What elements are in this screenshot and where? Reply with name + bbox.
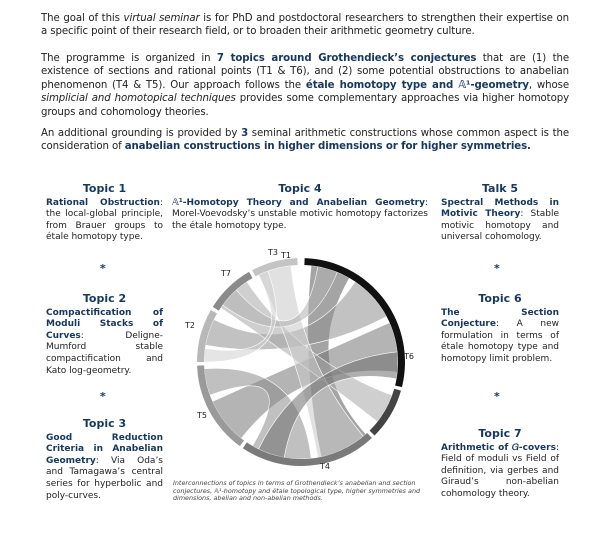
- topic-1-title: Rational Obstruction: [46, 197, 160, 208]
- construction-count: 3: [241, 128, 249, 139]
- topic-6-description: The Section Conjecture: A new formulatio…: [441, 308, 559, 366]
- chord-ribbon: [258, 351, 399, 458]
- arc-segment-T4: [242, 432, 372, 466]
- intro-text: seminal arithmetic constructions whose c…: [41, 128, 569, 153]
- chord-label-T1: T1: [280, 251, 291, 260]
- topic-4-heading: Topic 4: [278, 182, 322, 195]
- topic-3-description: Good Reduction Criteria in Anabelian Geo…: [46, 433, 163, 503]
- intro-emphasis: virtual seminar: [123, 13, 200, 24]
- chord-arcs: [197, 258, 405, 466]
- topic-3-title: Good Reduction Criteria in Anabelian Geo…: [46, 432, 163, 466]
- topic-4-text: : Morel-Voevodsky’s unstable motivic hom…: [172, 197, 428, 231]
- topic-2-description: Compactification of Moduli Stacks of Cur…: [46, 308, 163, 378]
- topic-1-block: Topic 1 Rational Obstruction: the local-…: [46, 183, 163, 244]
- highlight-topics: topics around Grothendieck’s conjectures: [223, 53, 477, 64]
- topic-6-heading: Topic 6: [478, 292, 522, 305]
- topic-1-text: : the local-global principle, from Braue…: [46, 197, 163, 243]
- arc-segment-T6: [369, 388, 401, 436]
- intro-text: , whose: [528, 79, 569, 91]
- topic-3-heading: Topic 3: [82, 417, 127, 430]
- topic-count: 7: [216, 53, 224, 64]
- topic-4-title: 𝔸¹-Homotopy Theory and Anabelian Geometr…: [172, 197, 425, 208]
- topic-6-block: Topic 6 The Section Conjecture: A new fo…: [441, 293, 559, 366]
- chord-label-T6: T6: [403, 352, 414, 361]
- chord-label-T7: T7: [220, 269, 231, 278]
- intro-paragraph-1: The goal of this virtual seminar is for …: [41, 12, 569, 39]
- intro-emphasis: simplicial and homotopical techniques: [41, 93, 236, 105]
- separator-star: *: [494, 390, 500, 403]
- intro-text: The goal of this: [41, 13, 124, 24]
- separator-star: *: [100, 390, 106, 403]
- topic-7-title: Arithmetic of 𝐺-covers: [441, 442, 556, 453]
- intro-text: The programme is organized in: [41, 53, 217, 64]
- arc-segment-T3: [252, 258, 298, 277]
- separator-star: *: [100, 262, 106, 275]
- talk-5-description: Spectral Methods in Motivic Theory: Stab…: [441, 198, 559, 244]
- arc-segment-T2: [197, 310, 217, 362]
- chord-label-T2: T2: [184, 321, 195, 330]
- chord-ribbon: [222, 266, 338, 328]
- chord-label-T4: T4: [319, 462, 330, 471]
- topic-7-block: Topic 7 Arithmetic of 𝐺-covers: Field of…: [441, 428, 559, 501]
- topic-7-text: : Field of moduli vs Field of definition…: [441, 442, 559, 499]
- separator-star: *: [494, 262, 500, 275]
- topic-7-heading: Topic 7: [478, 427, 522, 440]
- topic-4-block: Topic 4 𝔸¹-Homotopy Theory and Anabelian…: [172, 183, 428, 232]
- topic-1-heading: Topic 1: [82, 182, 127, 195]
- topic-4-description: 𝔸¹-Homotopy Theory and Anabelian Geometr…: [172, 198, 428, 233]
- intro-text: provides some complementary approaches v…: [41, 93, 569, 118]
- chord-label-T3: T3: [267, 248, 278, 257]
- intro-text: is for PhD and postdoctoral researchers …: [41, 13, 569, 38]
- topic-3-block: Topic 3 Good Reduction Criteria in Anabe…: [46, 418, 163, 502]
- highlight-anabelian: anabelian constructions in higher dimens…: [124, 141, 531, 153]
- topic-2-text: : Deligne-Mumford stable compactificatio…: [46, 330, 163, 376]
- topic-2-block: Topic 2 Compactification of Moduli Stack…: [46, 293, 163, 377]
- talk-5-text: : Stable motivic homotopy and universal …: [441, 209, 559, 243]
- intro-paragraph-3: An additional grounding is provided by 3…: [41, 127, 569, 154]
- topic-3-text: : Via Oda’s and Tamagawa’s central serie…: [46, 455, 163, 501]
- arc-segment-T5: [197, 365, 244, 447]
- intro-text: that are (1) the existence of sections a…: [41, 53, 569, 91]
- topic-6-text: : A new formulation in terms of étale ho…: [441, 319, 559, 364]
- topic-2-title: Compactification of Moduli Stacks of Cur…: [46, 307, 163, 341]
- topic-2-heading: Topic 2: [82, 292, 127, 305]
- diagram-caption: Interconnections of topics in terms of G…: [173, 479, 421, 503]
- talk-5-heading: Talk 5: [481, 182, 519, 195]
- chord-ribbons: [203, 265, 399, 460]
- intro-paragraph-2: The programme is organized in 7 topics a…: [41, 52, 569, 119]
- talk-5-block: Talk 5 Spectral Methods in Motivic Theor…: [441, 183, 559, 244]
- topic-1-description: Rational Obstruction: the local-global p…: [46, 198, 163, 244]
- highlight-etale: étale homotopy type and 𝔸¹-geometry: [305, 79, 529, 91]
- talk-5-title: Spectral Methods in Motivic Theory: [441, 197, 559, 220]
- topic-6-title: The Section Conjecture: [441, 307, 559, 330]
- topic-7-description: Arithmetic of 𝐺-covers: Field of moduli …: [441, 443, 559, 501]
- intro-text: An additional grounding is provided by: [41, 128, 242, 139]
- arc-segment-T7: [212, 271, 253, 311]
- chord-label-T5: T5: [196, 411, 207, 420]
